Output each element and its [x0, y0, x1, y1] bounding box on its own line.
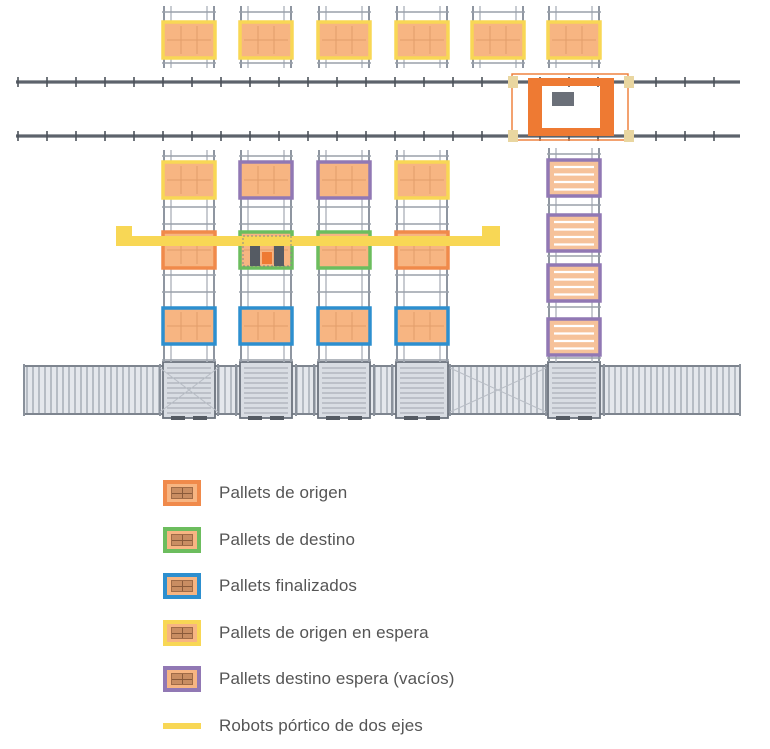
transfer-motor: [426, 416, 440, 420]
empty-pallet: [548, 319, 600, 355]
pallet: [240, 308, 292, 344]
transfer-motor: [270, 416, 284, 420]
transfer-motor: [326, 416, 340, 420]
pallet: [240, 22, 292, 58]
pallet: [163, 22, 215, 58]
pallet: [240, 162, 292, 198]
rack-column: [471, 6, 525, 68]
legend-item-finished: Pallets finalizados: [163, 563, 455, 610]
transfer-motor: [348, 416, 362, 420]
legend-item-origin-waiting: Pallets de origen en espera: [163, 610, 455, 657]
empty-pallet: [548, 215, 600, 251]
carriage-wheel: [508, 76, 518, 88]
legend-label: Pallets de origen en espera: [219, 623, 429, 643]
legend-item-destination-waiting: Pallets destino espera (vacíos): [163, 656, 455, 703]
rack-column: [239, 6, 293, 362]
legend-label: Robots pórtico de dos ejes: [219, 716, 423, 736]
pallet-icon: [163, 666, 201, 692]
pallet-icon: [163, 620, 201, 646]
pallet: [318, 308, 370, 344]
gantry-carriage: [508, 74, 634, 142]
rack-column: [547, 6, 601, 362]
pallet: [396, 162, 448, 198]
transfer-station: [396, 362, 448, 420]
pallet-icon: [163, 573, 201, 599]
empty-pallet: [548, 265, 600, 301]
empty-pallet: [548, 160, 600, 196]
gantry-robot-beam: [116, 226, 500, 246]
carriage-leg: [600, 78, 614, 136]
rack-column: [317, 6, 371, 362]
transfer-table: [240, 362, 292, 418]
legend: Pallets de origen Pallets de destino Pal…: [163, 470, 455, 749]
transfer-station: [240, 362, 292, 420]
transfer-motor: [404, 416, 418, 420]
pallet: [396, 22, 448, 58]
pallet: [318, 22, 370, 58]
transfer-station: [548, 362, 600, 420]
pallet-frame: [548, 215, 600, 251]
carriage-wheel: [624, 76, 634, 88]
transfer-motor: [248, 416, 262, 420]
legend-label: Pallets finalizados: [219, 576, 357, 596]
pallet: [548, 22, 600, 58]
carriage-leg: [528, 78, 542, 136]
carriage-wheel: [624, 130, 634, 142]
transfer-motor: [171, 416, 185, 420]
line-icon: [163, 713, 201, 739]
transfer-station: [163, 362, 215, 420]
transfer-motor: [193, 416, 207, 420]
carriage-crossbar: [528, 78, 614, 86]
rack-column: [395, 6, 449, 362]
roller-conveyor-bed: [24, 366, 740, 414]
legend-label: Pallets destino espera (vacíos): [219, 669, 455, 689]
rack-column: [162, 6, 216, 362]
pallet: [396, 308, 448, 344]
palletizing-plant-layout: [0, 0, 770, 440]
carriage-wheel: [508, 130, 518, 142]
pallet: [163, 162, 215, 198]
pallet: [472, 22, 524, 58]
pallet: [163, 308, 215, 344]
transfer-motor: [578, 416, 592, 420]
gripper-load: [262, 252, 272, 264]
pallet: [318, 162, 370, 198]
gripper-finger: [250, 246, 260, 266]
carriage-crossbar: [528, 128, 614, 136]
transfer-motor: [556, 416, 570, 420]
transfer-table: [318, 362, 370, 418]
transfer-table: [548, 362, 600, 418]
carriage-motor: [552, 92, 574, 106]
gantry-beam-end: [116, 226, 132, 246]
gripper-finger: [274, 246, 284, 266]
rack-columns: [162, 6, 601, 362]
transfer-table: [396, 362, 448, 418]
legend-label: Pallets de destino: [219, 530, 355, 550]
main-roller-conveyor: [24, 362, 740, 420]
pallet-icon: [163, 480, 201, 506]
pallet-frame: [548, 160, 600, 196]
transfer-station: [318, 362, 370, 420]
pallet-icon: [163, 527, 201, 553]
legend-label: Pallets de origen: [219, 483, 347, 503]
gantry-beam-end: [482, 226, 500, 246]
legend-item-gantry-robot: Robots pórtico de dos ejes: [163, 703, 455, 749]
gantry-beam: [116, 236, 500, 246]
legend-item-origin: Pallets de origen: [163, 470, 455, 517]
legend-item-destination: Pallets de destino: [163, 517, 455, 564]
